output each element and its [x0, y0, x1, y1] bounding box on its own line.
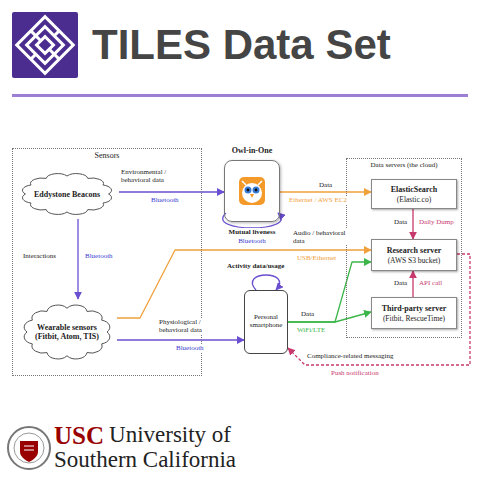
title: TILES Data Set	[92, 20, 391, 70]
server-box: Research server(AWS S3 bucket)	[371, 239, 457, 271]
node-subtitle: (AWS S3 bucket)	[388, 255, 441, 266]
channel-label: Activity data/usage	[226, 262, 285, 270]
channel-label: Bluetooth	[175, 344, 205, 352]
node-title: ElasticSearch	[391, 183, 438, 194]
node-title: Wearable sensors (Fitbit, Atom, TIS)	[31, 322, 103, 342]
connector	[288, 262, 371, 322]
node-subtitle: (Fitbit, RescueTime)	[383, 313, 445, 324]
node-title: Research server	[387, 244, 442, 255]
edge-label: Data	[393, 218, 408, 226]
connector	[117, 339, 244, 340]
edge-label: Physiological / behavioral data	[158, 318, 232, 334]
server-box: ElasticSearch(Elastic.co)	[371, 179, 457, 209]
channel-label: WiFi/LTE	[296, 326, 326, 334]
title-rule	[12, 94, 468, 97]
channel-label: Bluetooth	[237, 237, 267, 245]
connector	[412, 271, 413, 297]
university-name: University of	[109, 422, 231, 447]
edge-label: Data	[393, 279, 408, 287]
liveness-loop	[223, 213, 282, 228]
cloud-region: Data servers (the cloud) ElasticSearch(El…	[346, 158, 462, 338]
edge-label: Data	[318, 181, 333, 189]
edge-label: Data	[300, 310, 315, 318]
owl-icon	[239, 177, 265, 205]
edge-label: Compliance-related messaging	[306, 352, 395, 360]
node-subtitle: (Elastic.co)	[397, 194, 431, 205]
node-title: Personal smartphone	[247, 314, 285, 329]
connector	[77, 219, 78, 299]
usc-seal	[8, 427, 50, 469]
smartphone: Personal smartphone	[244, 290, 288, 354]
wearable-cloud: Wearable sensors (Fitbit, Atom, TIS)	[17, 299, 117, 365]
device-outline	[224, 160, 280, 222]
channel-label: Bluetooth	[150, 196, 180, 204]
channel-label: USB/Ethernet	[296, 254, 337, 262]
channel-label: Push notification	[330, 369, 380, 377]
channel-label: Bluetooth	[84, 252, 114, 260]
node-title: Third-party server	[382, 302, 447, 313]
owl-device: Owl-in-One	[214, 146, 290, 224]
edge-label: Environmental / behavioral data	[120, 168, 192, 184]
node-title: Eddystone Beacons	[34, 189, 100, 200]
university-name: Southern California	[54, 447, 236, 472]
connector	[412, 209, 413, 239]
connector	[119, 191, 224, 192]
beacon-cloud: Eddystone Beacons	[15, 169, 119, 219]
channel-label: API call	[418, 279, 443, 287]
university-name: USC	[54, 422, 104, 450]
channel-label: Ethernet / AWS EC2	[288, 196, 348, 204]
server-box: Third-party server(Fitbit, RescueTime)	[371, 297, 457, 329]
edge-label: Audio / behavioral data	[292, 229, 352, 245]
activity-loop	[252, 275, 279, 290]
logo	[12, 12, 78, 78]
node-title: Data servers (the cloud)	[347, 159, 461, 169]
channel-label: Mutual liveness	[228, 228, 277, 236]
edge-label: Interactions	[22, 252, 57, 260]
node-title: Sensors	[13, 149, 201, 160]
connector	[280, 191, 371, 192]
channel-label: Daily Dump	[418, 218, 455, 226]
node-title: Owl-in-One	[214, 146, 290, 155]
